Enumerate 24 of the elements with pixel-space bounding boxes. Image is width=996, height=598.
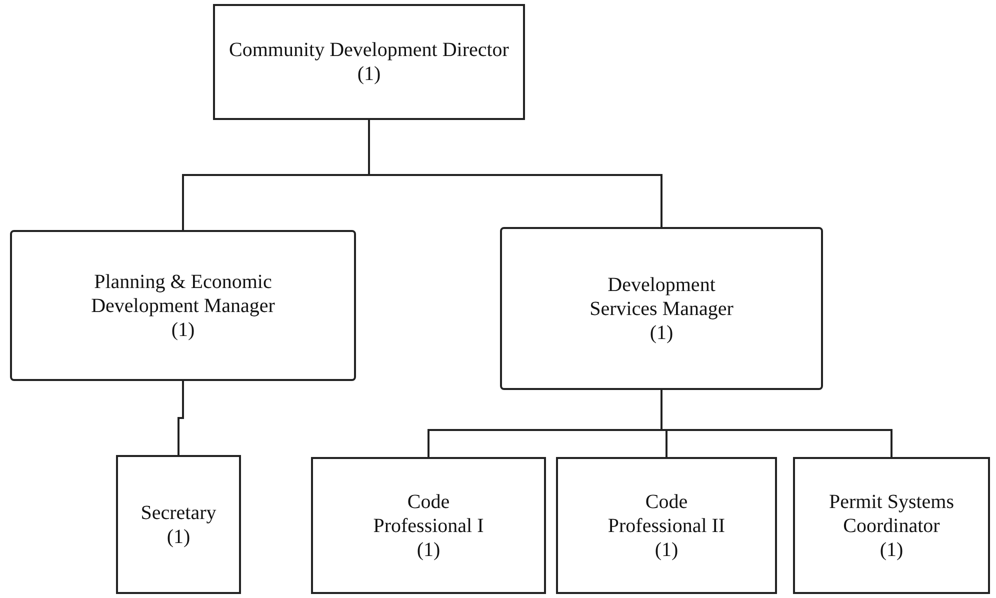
position-box [500, 227, 823, 390]
position-count: (1) [166, 524, 190, 548]
position-title: Development Services Manager [588, 272, 734, 320]
position-count: (1) [654, 538, 678, 562]
position-count: (1) [650, 320, 674, 344]
position-count: (1) [416, 538, 440, 562]
position-box [10, 230, 356, 381]
connector-line [178, 381, 184, 455]
position-box [793, 457, 990, 594]
position-count: (1) [171, 318, 195, 342]
position-title: Secretary [140, 500, 216, 524]
position-box [213, 4, 525, 120]
connector-line [368, 120, 662, 227]
position-title: Community Development Director [229, 38, 509, 62]
position-box [116, 455, 241, 594]
position-count: (1) [357, 62, 381, 86]
position-title: Code Professional I [372, 490, 485, 538]
position-box [311, 457, 546, 594]
position-box [556, 457, 777, 594]
position-count: (1) [880, 538, 904, 562]
connector-line [660, 390, 892, 457]
position-title: Code Professional II [606, 490, 726, 538]
position-title: Planning & Economic Development Manager [90, 270, 276, 318]
position-title: Permit Systems Coordinator [828, 490, 955, 538]
